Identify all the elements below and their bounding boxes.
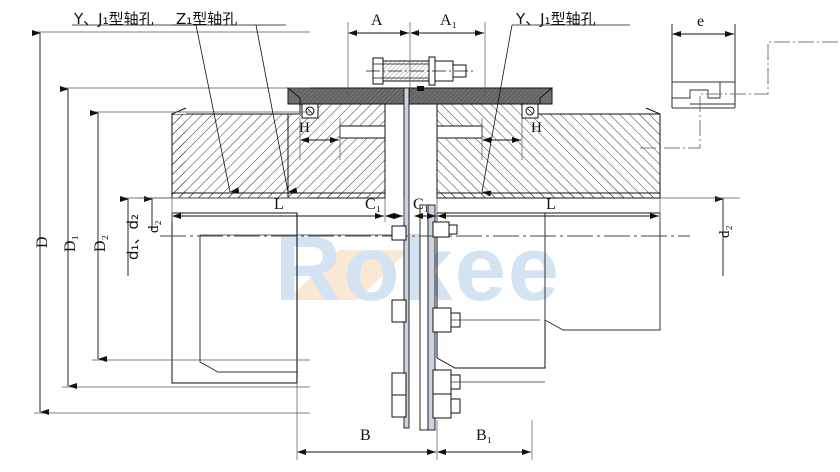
dim-label-A: A: [371, 12, 383, 29]
flange-bolts-right: [432, 221, 545, 419]
dim-label-d1-d2: d₁、d₂: [124, 213, 142, 260]
dim-label-A1: A₁: [440, 12, 458, 29]
outer-sleeve-cover: [287, 87, 553, 105]
dim-label-B: B: [360, 427, 371, 444]
dim-line-d2-left: [138, 196, 190, 230]
callout-left-z1-label: Z₁型轴孔: [176, 10, 238, 28]
callout-leader-lines: [72, 24, 630, 197]
dim-line-A1: [410, 22, 486, 96]
dim-label-D: D: [34, 236, 51, 248]
dim-label-L-right: L: [546, 196, 556, 213]
dim-line-H-left: [299, 118, 341, 160]
dim-label-H-left: H: [299, 120, 310, 136]
dim-label-L-left: L: [274, 196, 284, 213]
dim-line-C1-left: [385, 198, 405, 222]
top-bolt-assembly: [366, 56, 473, 91]
dim-line-B1: [437, 420, 533, 460]
dim-line-H-right: [481, 118, 523, 160]
callout-right-yj1-label: Y、J₁型轴孔: [516, 10, 596, 28]
dim-label-H-right: H: [531, 120, 542, 136]
dim-line-L-right: [437, 198, 661, 222]
dim-line-D1: [60, 86, 310, 389]
callout-left-yj1-label: Y、J₁型轴孔: [74, 10, 154, 28]
dim-label-C1-right: C₁: [413, 196, 430, 213]
dim-label-C1-left: C₁: [365, 196, 382, 213]
watermark: Rokee: [275, 218, 561, 320]
dim-label-B1: B₁: [476, 427, 493, 444]
flange-bolts-left: [391, 225, 407, 418]
dim-line-D: [32, 30, 310, 415]
dim-label-e: e: [697, 13, 705, 30]
dim-label-D2: D₂: [92, 234, 109, 252]
dim-label-d2-left: d₂: [146, 220, 162, 233]
dim-label-D1: D₁: [62, 234, 79, 252]
svg-text:Rokee: Rokee: [275, 218, 561, 320]
left-hub-section: [171, 102, 386, 199]
seal-ring-right: [521, 103, 539, 119]
lower-outline-center: [296, 234, 404, 383]
right-hub-section: [436, 102, 661, 199]
seal-ring-left: [301, 103, 319, 119]
right-detail-view: [638, 24, 838, 149]
dim-line-D2: [90, 110, 310, 362]
dim-line-B: [296, 383, 438, 460]
dim-line-d2-right: [660, 196, 740, 276]
dim-label-d2-right: d₂: [717, 225, 733, 238]
